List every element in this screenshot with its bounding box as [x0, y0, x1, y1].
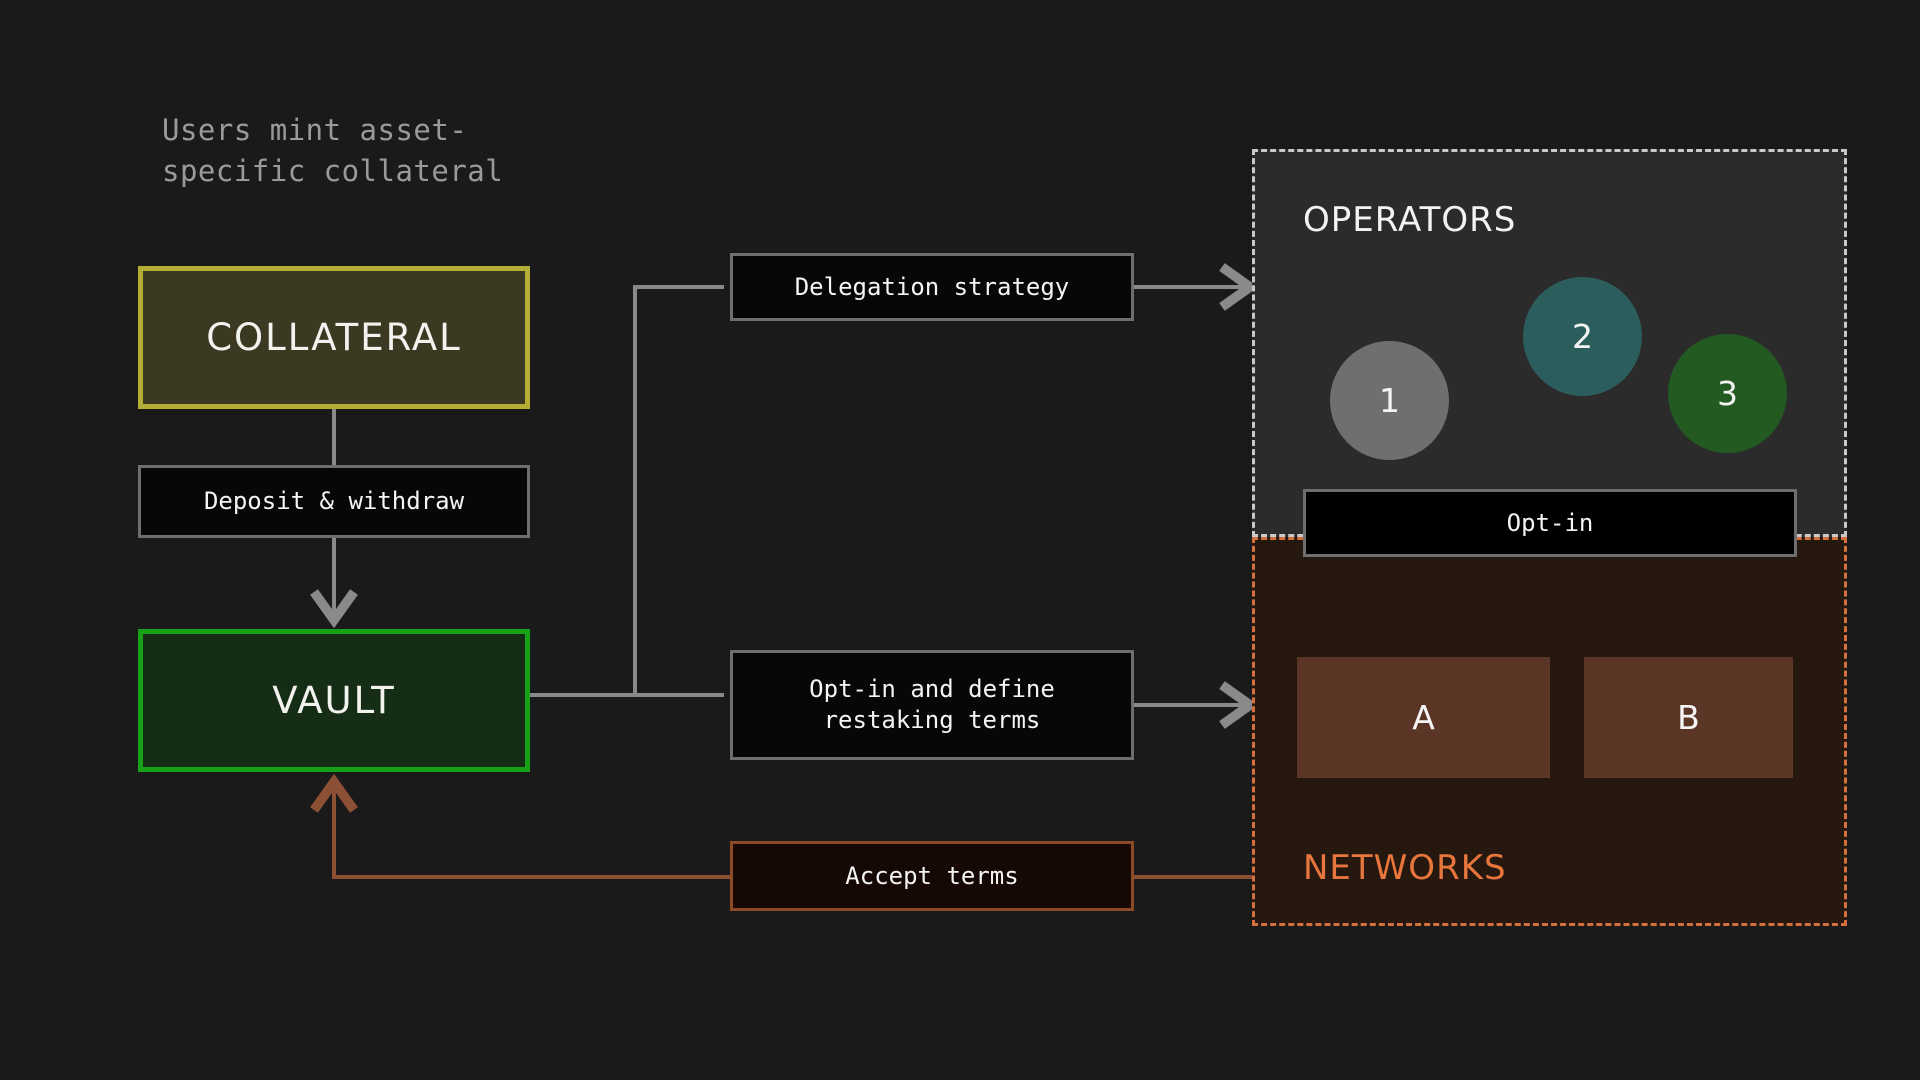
- operator-circle-3[interactable]: 3: [1668, 334, 1787, 453]
- operator-circle-1[interactable]: 1: [1330, 341, 1449, 460]
- delegation-strategy-label[interactable]: Delegation strategy: [730, 253, 1134, 321]
- network-box-b[interactable]: B: [1584, 657, 1793, 778]
- accept-terms-label[interactable]: Accept terms: [730, 841, 1134, 911]
- edge-accept-vault: [310, 773, 730, 879]
- network-box-a[interactable]: A: [1297, 657, 1550, 778]
- networks-panel-title: NETWORKS: [1303, 848, 1507, 888]
- operator-circle-2[interactable]: 2: [1523, 277, 1642, 396]
- edge-vault-delegation: [530, 285, 724, 697]
- caption-users-mint: Users mint asset- specific collateral: [162, 113, 504, 189]
- vault-node[interactable]: VAULT: [138, 629, 530, 772]
- deposit-withdraw-label[interactable]: Deposit & withdraw: [138, 465, 530, 538]
- operators-panel-title: OPERATORS: [1303, 200, 1517, 240]
- opt-in-bar[interactable]: Opt-in: [1303, 489, 1797, 557]
- collateral-node[interactable]: COLLATERAL: [138, 266, 530, 409]
- opt-in-define-terms-label[interactable]: Opt-in and define restaking terms: [730, 650, 1134, 760]
